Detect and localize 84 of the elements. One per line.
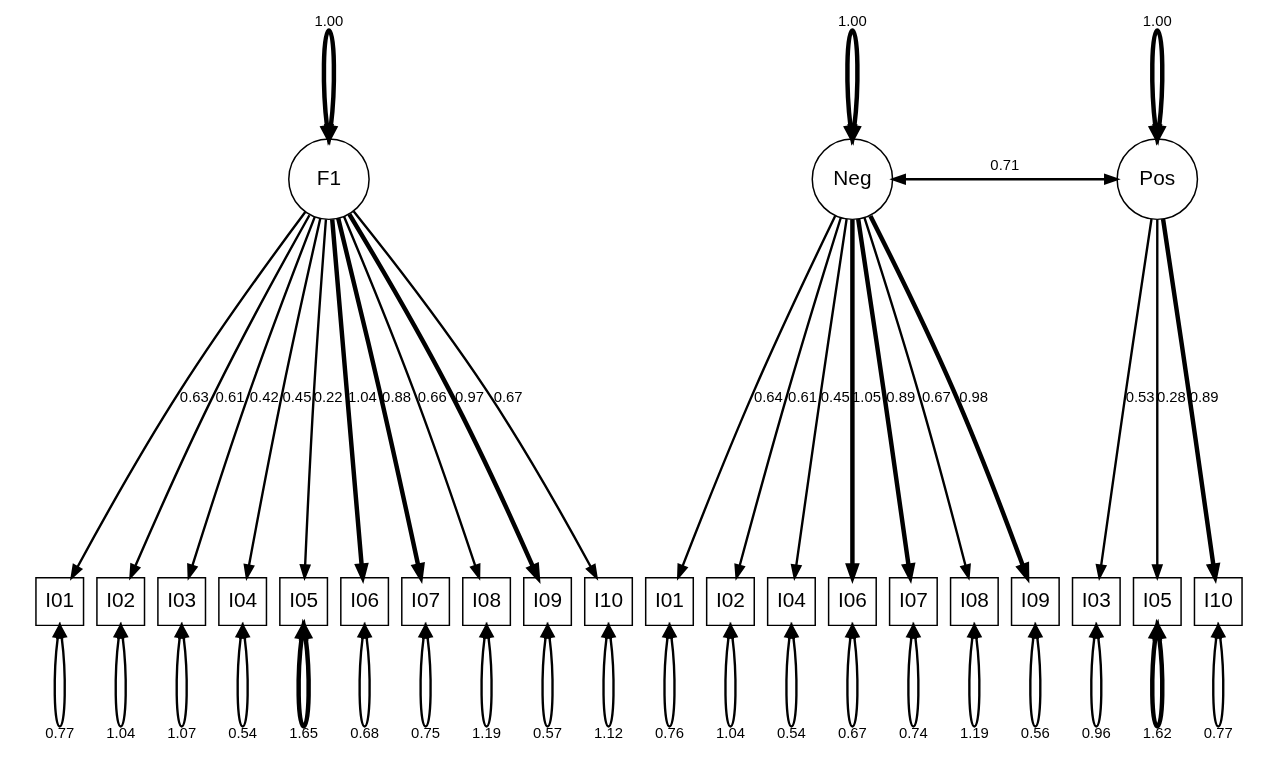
node-circle: Neg <box>811 138 893 221</box>
edge-label: 0.57 <box>532 725 562 742</box>
node-box: I03 <box>1071 577 1121 627</box>
arrow <box>844 219 860 585</box>
arrow <box>352 210 598 581</box>
edge-label: 0.54 <box>227 725 257 742</box>
node-box: I09 <box>522 577 572 627</box>
edge-label: 0.75 <box>410 725 440 742</box>
node-circle: Pos <box>1115 138 1198 221</box>
arrow <box>888 173 1121 186</box>
edge-label: 0.97 <box>454 389 484 406</box>
edge-label: 0.61 <box>787 389 817 406</box>
edge-label: 1.00 <box>1142 13 1172 30</box>
edge-label: 1.65 <box>288 725 318 742</box>
node-box: I02 <box>95 577 145 627</box>
node-box: I06 <box>827 577 877 627</box>
edge-label: 0.53 <box>1125 389 1155 406</box>
node-box: I01 <box>644 577 694 627</box>
edge-label: 0.67 <box>837 725 867 742</box>
node-box: I08 <box>949 577 999 627</box>
edge-label: 0.74 <box>898 725 928 742</box>
arrow <box>329 219 369 585</box>
arrow <box>186 216 316 581</box>
edge-label: 0.63 <box>179 389 209 406</box>
edge-label: 0.67 <box>921 389 951 406</box>
node-box: I05 <box>278 577 328 627</box>
node-box: I01 <box>34 577 84 627</box>
edge-label: 1.62 <box>1142 725 1172 742</box>
edge-label: 0.66 <box>417 389 447 406</box>
node-circle: F1 <box>287 138 370 221</box>
node-box: I10 <box>583 577 633 627</box>
arrow <box>1150 219 1163 581</box>
edge-label: 0.42 <box>249 389 279 406</box>
node-box: I04 <box>766 577 816 627</box>
edge-label: 1.00 <box>313 13 343 30</box>
arrow <box>1095 218 1153 581</box>
edge-label: 1.12 <box>593 725 623 742</box>
arrow <box>855 218 915 585</box>
edge-label: 0.61 <box>215 389 244 406</box>
node-box: I10 <box>1193 577 1243 627</box>
arrow <box>128 214 310 581</box>
arrow <box>335 218 425 585</box>
node-box: I08 <box>461 577 511 627</box>
edge-label: 1.19 <box>471 725 501 742</box>
edge-label: 1.04 <box>105 725 135 742</box>
edge-label: 0.28 <box>1156 389 1186 406</box>
edge-label: 0.77 <box>1203 725 1233 742</box>
edge-label: 0.98 <box>958 389 988 406</box>
arrow <box>69 211 306 581</box>
arrow <box>242 218 321 581</box>
node-box: I07 <box>400 577 450 627</box>
edge-label: 1.04 <box>347 389 377 406</box>
edge-label: 0.76 <box>654 725 684 742</box>
arrow <box>790 218 848 581</box>
edge-label: 0.89 <box>885 389 915 406</box>
edge-label: 0.67 <box>493 389 523 406</box>
arrow <box>342 216 480 581</box>
edge-label: 1.07 <box>166 725 196 742</box>
node-box: I03 <box>156 577 206 627</box>
edge-label: 0.45 <box>281 389 311 406</box>
node-box: I05 <box>1132 577 1182 627</box>
arrow <box>733 217 842 581</box>
node-box: I06 <box>339 577 389 627</box>
edge-label: 0.77 <box>44 725 74 742</box>
edge-label: 0.68 <box>349 725 379 742</box>
edge-label: 1.04 <box>715 725 745 742</box>
edge-label: 0.71 <box>989 157 1019 174</box>
edge-label: 0.54 <box>776 725 806 742</box>
arrow <box>347 213 541 584</box>
arrow <box>862 217 971 581</box>
edge-label: 0.56 <box>1020 725 1050 742</box>
edge-label: 0.64 <box>753 389 783 406</box>
node-box: I04 <box>217 577 267 627</box>
edge-label: 0.45 <box>820 389 850 406</box>
edge-label: 0.96 <box>1081 725 1111 742</box>
arrow <box>298 219 327 582</box>
edge-label: 1.00 <box>837 13 867 30</box>
node-box: I02 <box>705 577 755 627</box>
node-box: I07 <box>888 577 938 627</box>
arrow <box>676 215 836 581</box>
node-box: I09 <box>1010 577 1060 627</box>
arrow <box>1160 218 1220 585</box>
edge-label: 1.19 <box>959 725 989 742</box>
arrow <box>867 214 1029 584</box>
